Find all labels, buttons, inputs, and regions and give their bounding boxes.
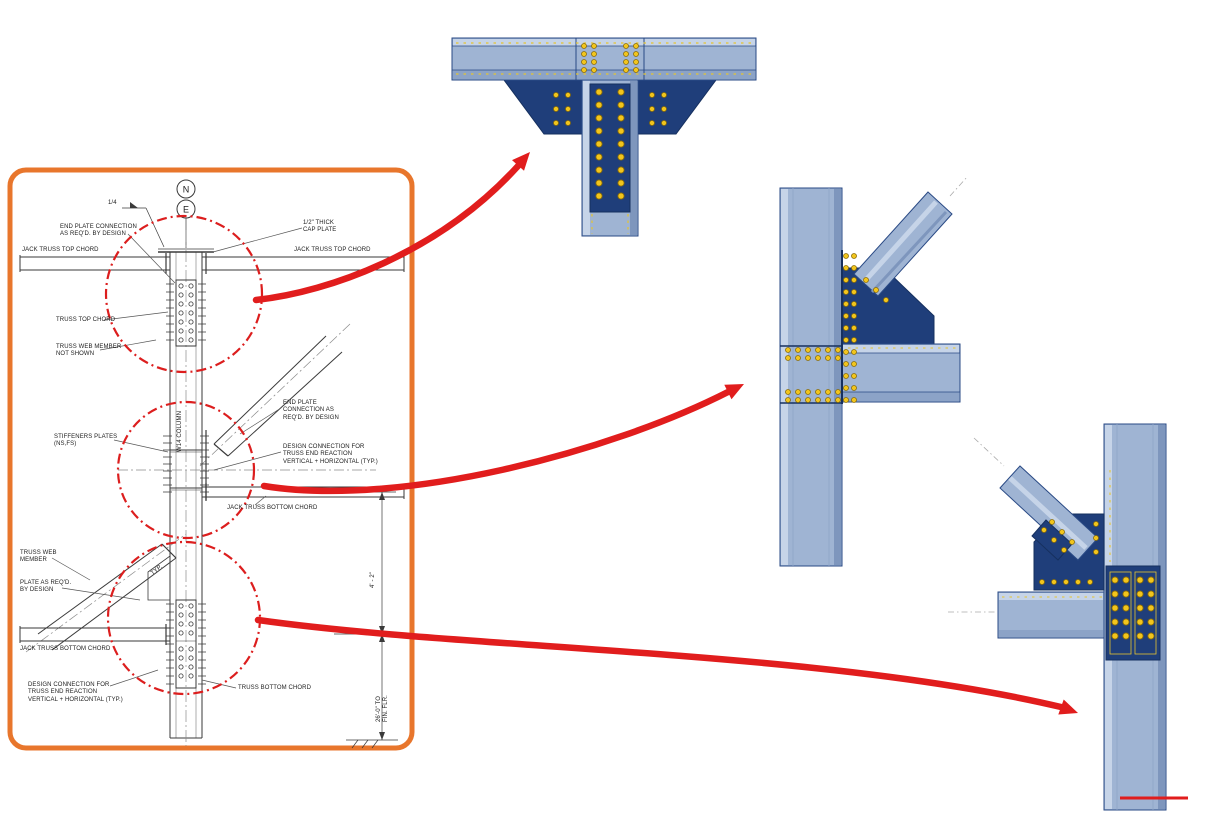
red-arrow-middle xyxy=(260,384,744,495)
leader-lines xyxy=(51,227,303,689)
top-chords xyxy=(19,253,405,274)
label-w14-column: W14 COLUMN xyxy=(177,410,183,452)
label-cap-plate: 1/2" THICK CAP PLATE xyxy=(303,220,337,234)
label-jack-top-left: JACK TRUSS TOP CHORD xyxy=(22,247,99,253)
render-middle-connection xyxy=(779,175,969,567)
label-jack-top-right: JACK TRUSS TOP CHORD xyxy=(294,247,371,253)
label-dim-upper: 4' - 2" xyxy=(370,572,376,588)
detail-circle-top xyxy=(104,214,264,374)
bottom-diagonal-member xyxy=(25,533,187,653)
red-arrows xyxy=(252,152,1078,715)
label-jack-bottom-left: JACK TRUSS BOTTOM CHORD xyxy=(20,646,111,652)
orange-frame xyxy=(7,167,415,751)
label-truss-bottom-chord: TRUSS BOTTOM CHORD xyxy=(238,685,312,691)
red-arrow-bottom xyxy=(254,616,1078,715)
label-end-plate-mid: END PLATE CONNECTION AS REQ'D. BY DESIGN xyxy=(283,400,339,421)
label-end-plate-top: END PLATE CONNECTION AS REQ'D. BY DESIGN xyxy=(60,224,137,238)
label-web-not-shown: TRUSS WEB MEMBER NOT SHOWN xyxy=(56,344,122,358)
bottom-connection-detail xyxy=(19,599,206,689)
detail-circles xyxy=(104,214,264,696)
cad-drawing xyxy=(19,179,405,749)
render-top-connection xyxy=(451,37,757,237)
label-truss-top-chord: TRUSS TOP CHORD xyxy=(56,317,116,323)
middle-connection-detail xyxy=(118,430,376,500)
label-stiffeners: STIFFENERS PLATES (NS,FS) xyxy=(54,434,118,448)
label-jack-bottom-right: JACK TRUSS BOTTOM CHORD xyxy=(227,505,318,511)
top-connection-detail xyxy=(166,279,206,347)
detail-marker-e: E xyxy=(183,205,189,215)
detail-circle-bottom xyxy=(106,540,262,696)
label-weld-note: 1/4 xyxy=(108,200,117,206)
red-arrow-top xyxy=(252,152,530,304)
detail-marker-n: N xyxy=(183,185,190,195)
weld-symbol xyxy=(122,202,165,248)
detail-marker-circles xyxy=(176,179,196,248)
label-dim-lower: 26'-0" TO FIN. FLR. xyxy=(376,695,390,722)
label-design-conn-mid: DESIGN CONNECTION FOR TRUSS END REACTION… xyxy=(283,444,378,465)
label-truss-web: TRUSS WEB MEMBER xyxy=(20,550,57,564)
detail-circle-middle xyxy=(116,400,256,540)
label-plate-reqd: PLATE AS REQ'D. BY DESIGN xyxy=(20,580,72,594)
label-design-conn-bottom: DESIGN CONNECTION FOR TRUSS END REACTION… xyxy=(28,682,123,703)
render-bottom-connection xyxy=(948,423,1167,811)
